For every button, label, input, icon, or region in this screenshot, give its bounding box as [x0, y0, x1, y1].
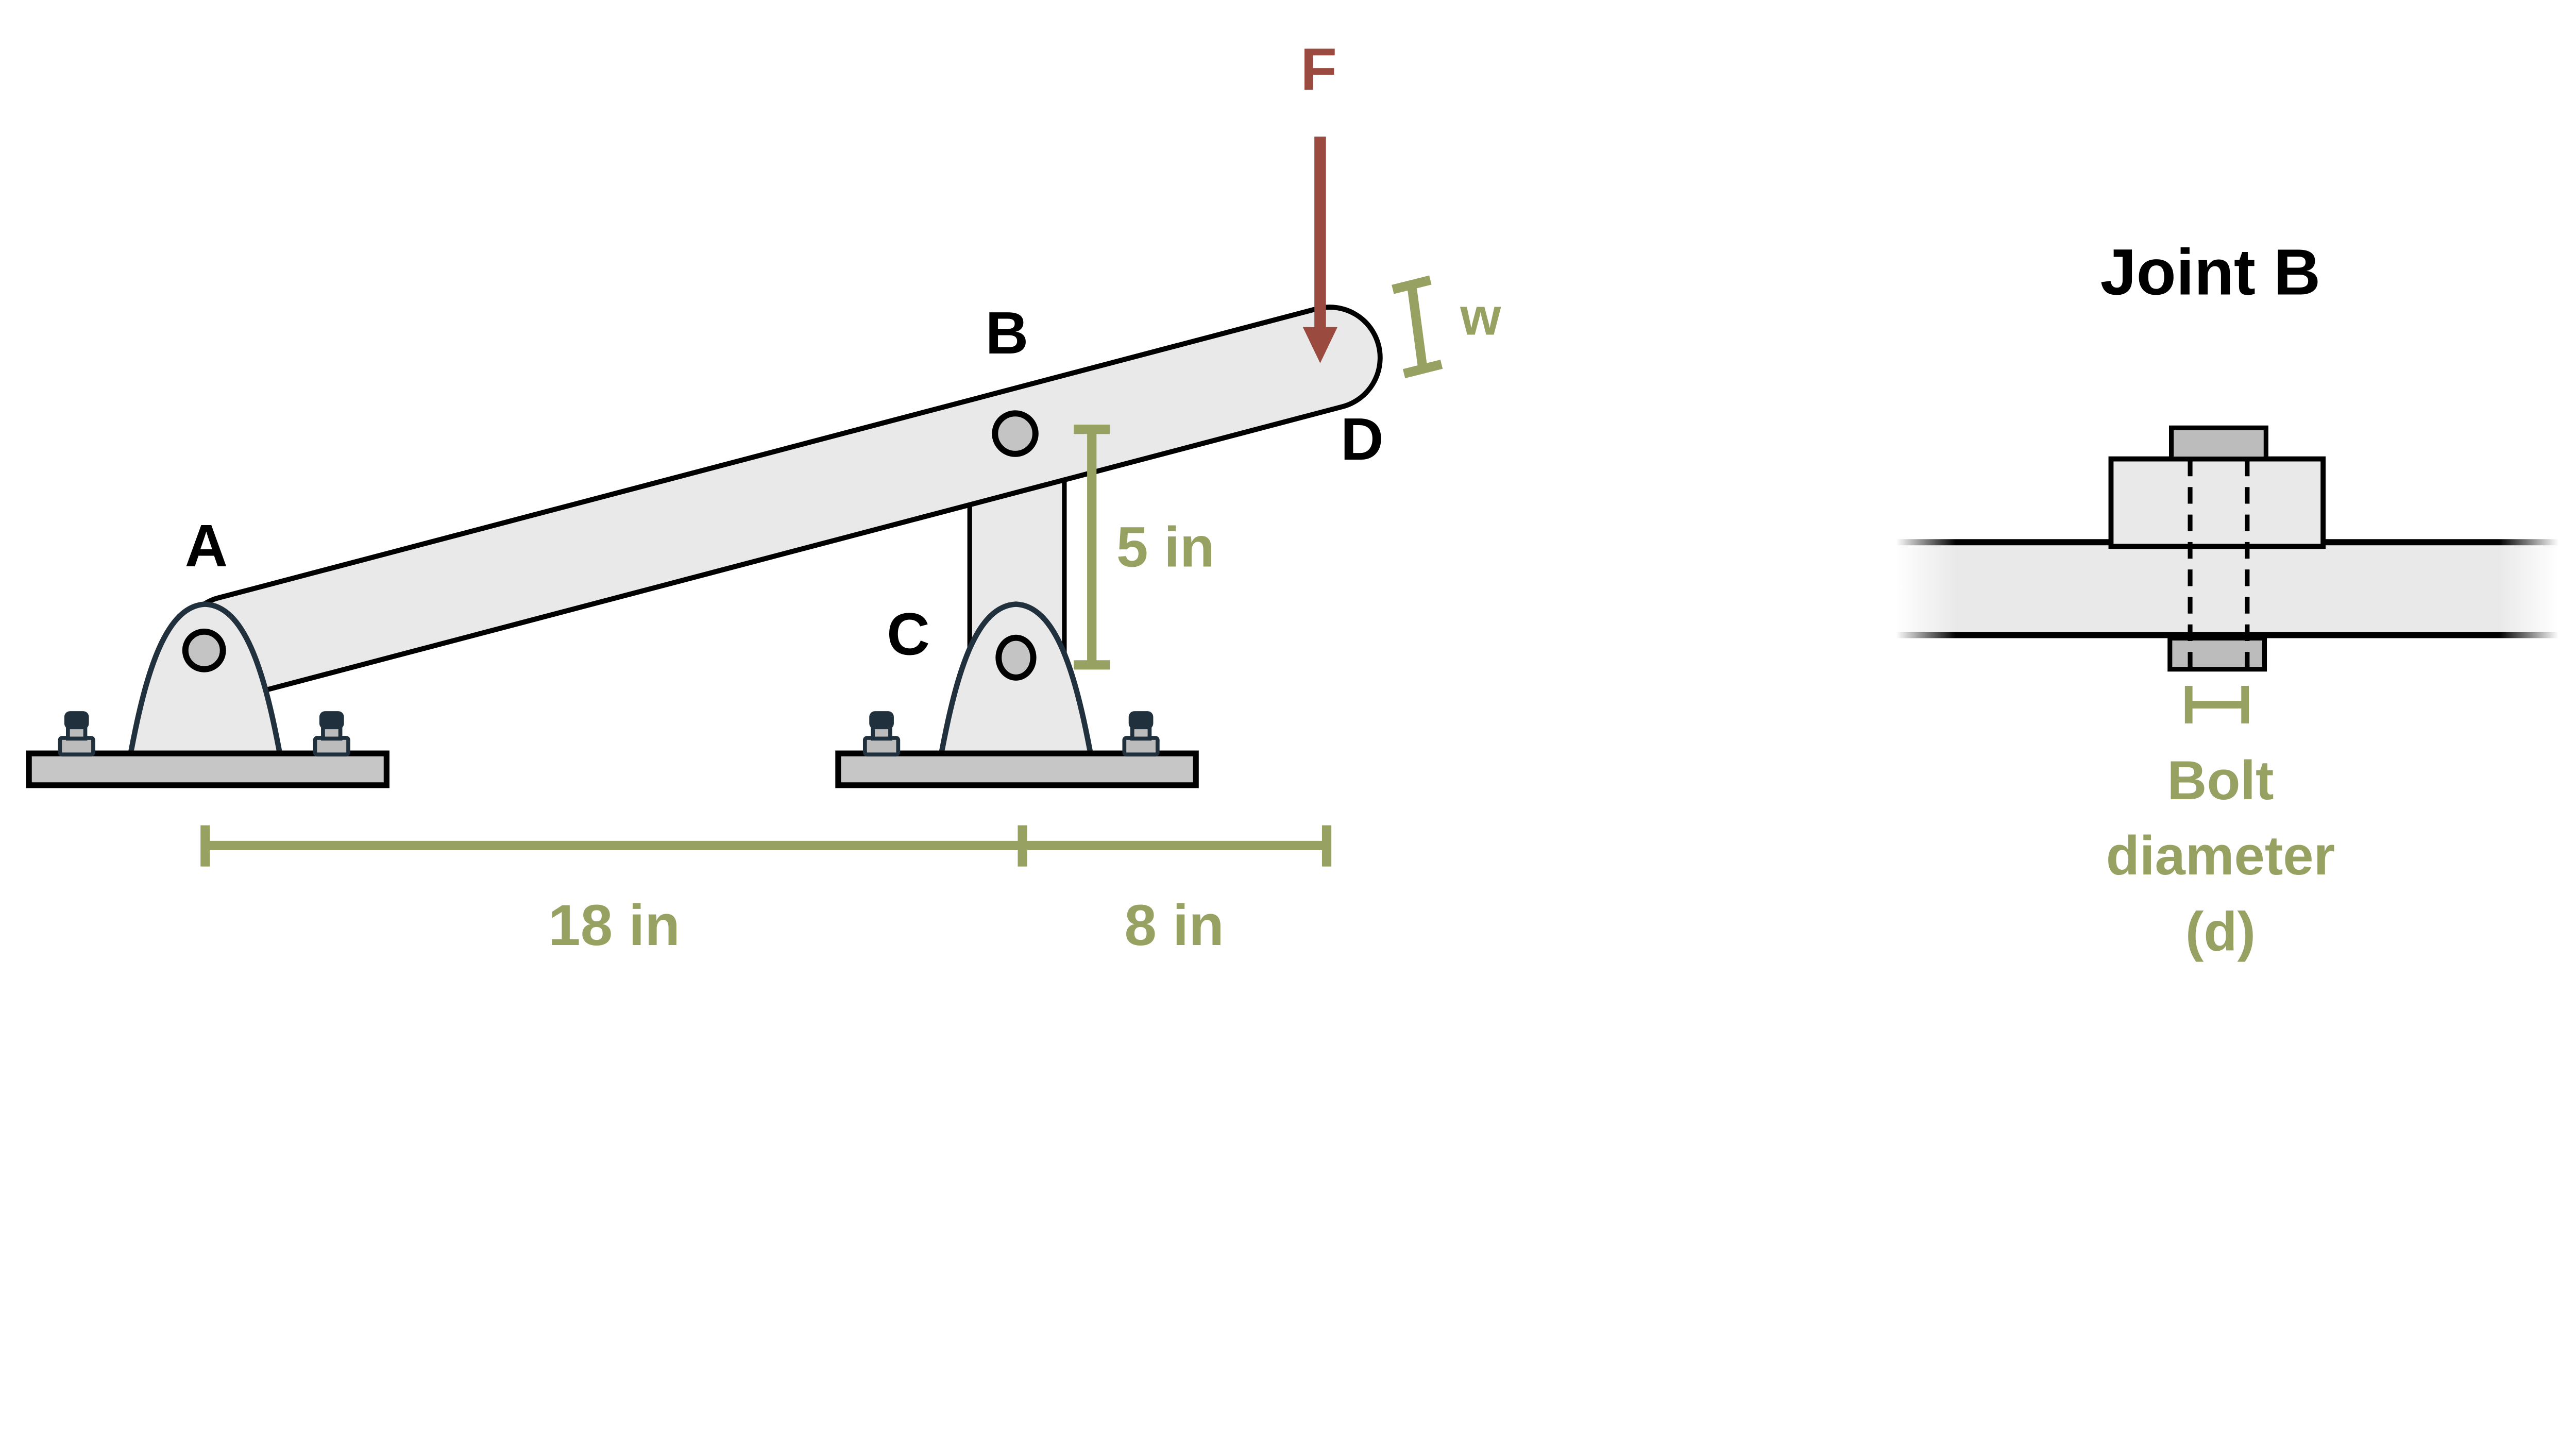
width-dim-label: w: [1460, 287, 1501, 346]
point-label-b: B: [986, 299, 1029, 366]
bolt-cap: [319, 711, 344, 730]
dimension-baseline: 18 in 8 in: [200, 825, 1332, 957]
diagram-canvas: F w 5 in 18 in: [26, 36, 2559, 963]
anchor-bolt: [313, 711, 350, 757]
base-plate-a: [26, 750, 389, 788]
joint-b-detail: Joint B Bolt: [1896, 236, 2559, 962]
lever-beam: [178, 305, 1383, 700]
width-dim-line: [1406, 283, 1428, 369]
dim-label-8in: 8 in: [1124, 892, 1224, 957]
lever-assembly: F w 5 in 18 in: [26, 36, 1501, 957]
point-label-d: D: [1341, 406, 1384, 473]
bolt-cap: [64, 711, 89, 730]
base-plate-c: [835, 750, 1199, 788]
width-dim-cap-bottom: [1402, 360, 1443, 378]
pin-c: [995, 634, 1037, 681]
force-arrowhead-icon: [1302, 327, 1338, 363]
pedestal-c: [937, 601, 1095, 764]
bolt-cap: [1128, 711, 1154, 730]
anchor-bolt: [58, 711, 95, 757]
beam-width-dimension: w: [1392, 275, 1501, 378]
dimension-b-to-c: 5 in: [1074, 424, 1215, 670]
beam-section-fill: [1896, 545, 2559, 633]
lever-beam-body: [183, 309, 1378, 695]
pedestal-a: [126, 601, 284, 764]
engineering-diagram: F w 5 in 18 in: [26, 36, 2559, 963]
bolt-head: [2169, 425, 2268, 462]
point-label-c: C: [887, 601, 930, 668]
caption-line-2: diameter: [2106, 825, 2335, 886]
width-dim-cap-top: [1392, 275, 1432, 294]
pin-a: [182, 628, 226, 672]
force-label: F: [1300, 36, 1337, 103]
point-label-a: A: [185, 512, 228, 579]
caption-line-3: (d): [2185, 901, 2256, 962]
bolt-nut: [2167, 635, 2267, 672]
beam-section-bottom-edge: [1896, 632, 2559, 638]
force-arrow: F: [1300, 36, 1338, 363]
bolt-cap: [869, 711, 894, 730]
pin-b: [992, 410, 1039, 457]
bolt-diameter-caption: Bolt diameter (d): [2106, 750, 2335, 962]
bolt-diameter-bracket: [2184, 685, 2249, 723]
dim-label-5in: 5 in: [1116, 516, 1215, 579]
strut-section-block: [2108, 456, 2326, 549]
caption-line-1: Bolt: [2167, 750, 2274, 811]
dim-label-18in: 18 in: [548, 892, 680, 957]
joint-b-title: Joint B: [2100, 236, 2320, 309]
anchor-bolt: [1122, 711, 1160, 757]
beam-section-band: [1896, 539, 2559, 638]
anchor-bolt: [862, 711, 901, 757]
